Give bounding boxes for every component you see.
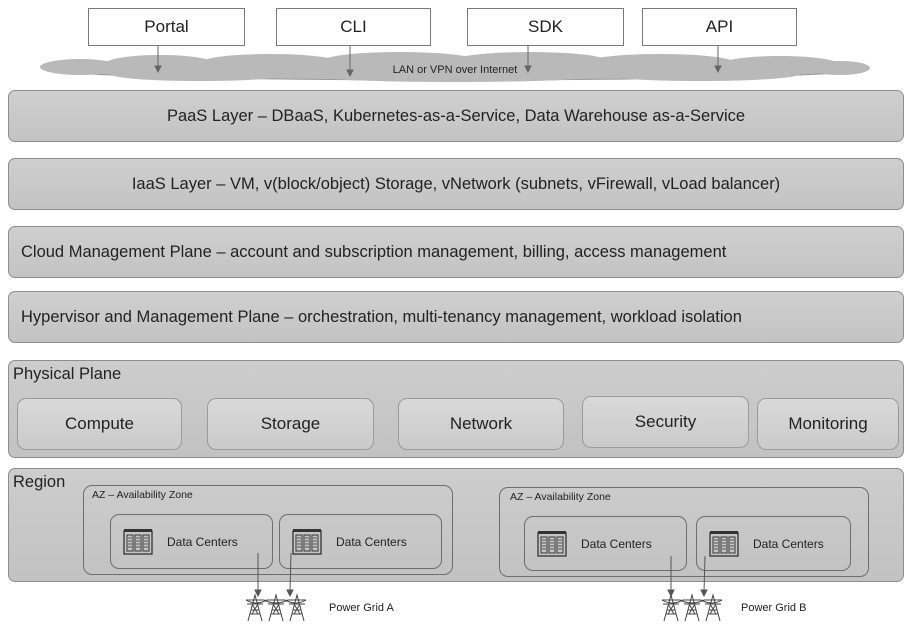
compute-label: Compute xyxy=(65,414,134,433)
iaas-layer-label: IaaS Layer – VM, v(block/object) Storage… xyxy=(131,174,781,193)
data-center-label: Data Centers xyxy=(753,536,824,551)
data-center-icon xyxy=(292,528,322,555)
network-box: Network xyxy=(398,398,564,450)
security-label: Security xyxy=(634,412,697,431)
sdk-label: SDK xyxy=(528,17,563,36)
az-2-label: AZ – Availability Zone xyxy=(510,491,611,503)
data-center-1a: Data Centers xyxy=(110,514,273,569)
cloud-management-layer: Cloud Management Plane – account and sub… xyxy=(8,226,904,278)
sdk-box: SDK xyxy=(467,8,624,46)
data-center-2a: Data Centers xyxy=(524,516,687,571)
storage-label: Storage xyxy=(260,414,321,433)
security-box: Security xyxy=(582,396,749,448)
power-tower-icon xyxy=(661,593,723,622)
hypervisor-label: Hypervisor and Management Plane – orches… xyxy=(21,307,742,326)
availability-zone-1: AZ – Availability Zone Data Centers xyxy=(83,485,453,575)
monitoring-box: Monitoring xyxy=(757,398,899,450)
data-center-2b: Data Centers xyxy=(696,516,851,571)
physical-plane-title: Physical Plane xyxy=(13,365,122,383)
az-1-label: AZ – Availability Zone xyxy=(92,489,193,501)
compute-box: Compute xyxy=(17,398,182,450)
data-center-icon xyxy=(537,530,567,557)
network-label: LAN or VPN over Internet xyxy=(392,64,518,76)
network-cloud xyxy=(40,45,870,82)
storage-box: Storage xyxy=(207,398,374,450)
api-box: API xyxy=(642,8,797,46)
power-grid-a-label: Power Grid A xyxy=(329,602,394,614)
paas-layer-label: PaaS Layer – DBaaS, Kubernetes-as-a-Serv… xyxy=(166,106,746,125)
data-center-icon xyxy=(123,528,153,555)
api-label: API xyxy=(705,17,734,36)
data-center-label: Data Centers xyxy=(336,534,407,549)
region-plane: Region AZ – Availability Zone Data Cente… xyxy=(8,468,904,582)
power-tower-icon xyxy=(245,593,307,622)
power-grid-b-label: Power Grid B xyxy=(741,602,807,614)
data-center-icon xyxy=(709,530,739,557)
iaas-layer: IaaS Layer – VM, v(block/object) Storage… xyxy=(8,158,904,210)
monitoring-label: Monitoring xyxy=(788,414,868,433)
cli-label: CLI xyxy=(340,17,367,36)
portal-label: Portal xyxy=(144,17,189,36)
cloud-management-label: Cloud Management Plane – account and sub… xyxy=(21,242,727,261)
availability-zone-2: AZ – Availability Zone Data Centers xyxy=(499,487,869,577)
cli-box: CLI xyxy=(276,8,431,46)
network-box-label: Network xyxy=(449,414,513,433)
hypervisor-layer: Hypervisor and Management Plane – orches… xyxy=(8,291,904,343)
data-center-label: Data Centers xyxy=(167,534,238,549)
data-center-label: Data Centers xyxy=(581,536,652,551)
paas-layer: PaaS Layer – DBaaS, Kubernetes-as-a-Serv… xyxy=(8,90,904,142)
data-center-1b: Data Centers xyxy=(279,514,442,569)
region-title: Region xyxy=(13,473,66,491)
portal-box: Portal xyxy=(88,8,245,46)
physical-plane: Physical Plane Compute Storage Network S… xyxy=(8,360,904,458)
